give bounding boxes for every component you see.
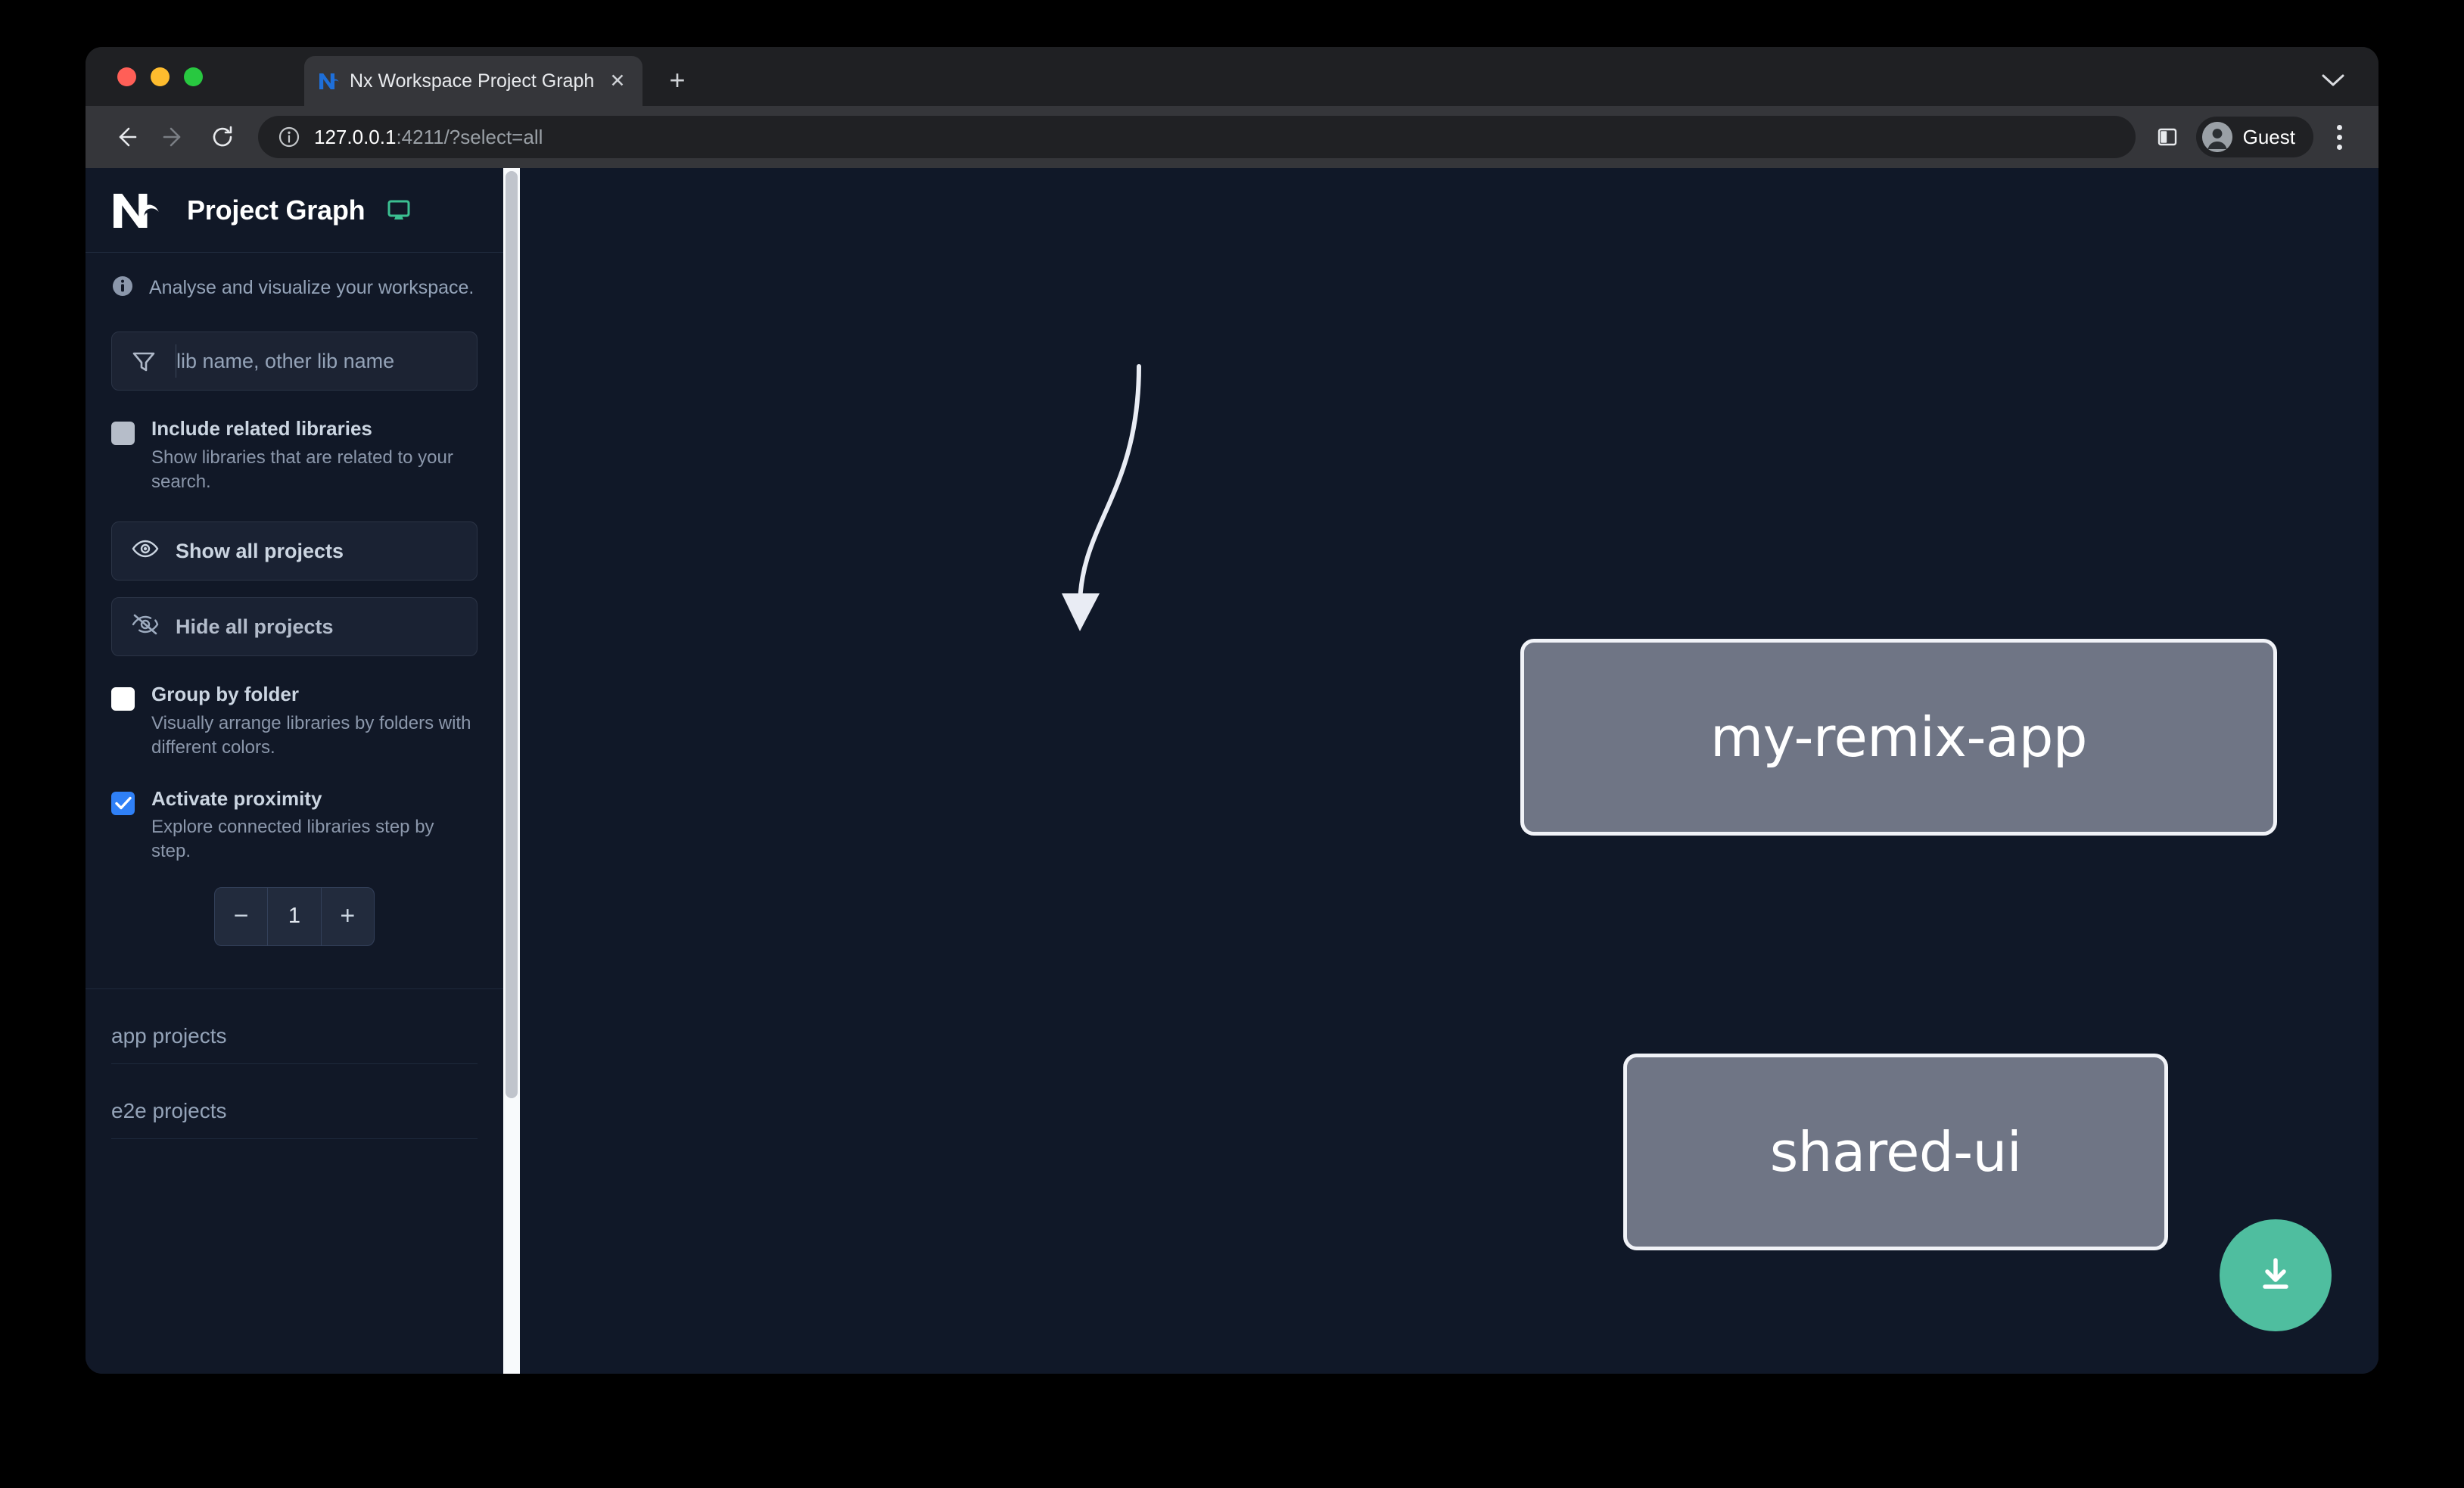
- url-path: :4211/?select=all: [396, 125, 543, 148]
- proximity-decrement-button[interactable]: −: [233, 901, 249, 931]
- page-title: Project Graph: [187, 194, 366, 226]
- nx-logo-icon: [111, 191, 169, 230]
- proximity-stepper: − 1 +: [214, 886, 375, 946]
- browser-toolbar: 127.0.0.1:4211/?select=all Guest: [86, 106, 2378, 168]
- checkbox-include-related-libraries[interactable]: [111, 422, 135, 445]
- scrollbar-thumb[interactable]: [506, 171, 518, 1098]
- sidebar-content: Include related libraries Show libraries…: [86, 322, 503, 1374]
- profile-name: Guest: [2242, 125, 2295, 148]
- browser-tab-title: Nx Workspace Project Graph: [350, 70, 595, 92]
- nx-favicon-icon: [316, 70, 342, 92]
- window-traffic-lights: [117, 67, 203, 86]
- checkbox-group-by-folder[interactable]: [111, 687, 135, 711]
- minimize-window-button[interactable]: [151, 67, 170, 86]
- proximity-value: 1: [267, 887, 322, 945]
- maximize-window-button[interactable]: [184, 67, 203, 86]
- show-all-projects-label: Show all projects: [176, 539, 344, 562]
- project-group-e2e-projects[interactable]: e2e projects: [111, 1099, 478, 1139]
- eye-slash-icon: [132, 614, 159, 640]
- back-arrow-icon[interactable]: [105, 117, 146, 157]
- option-group-by-folder[interactable]: Group by folder Visually arrange librari…: [111, 682, 478, 760]
- browser-tab[interactable]: Nx Workspace Project Graph ✕: [304, 56, 642, 106]
- address-bar[interactable]: 127.0.0.1:4211/?select=all: [258, 116, 2136, 158]
- option-label: Include related libraries: [151, 417, 372, 440]
- option-label: Activate proximity: [151, 786, 322, 810]
- graph-node-my-remix-app[interactable]: my-remix-app: [1520, 639, 2277, 836]
- download-image-button[interactable]: [2220, 1219, 2332, 1331]
- search-box[interactable]: [111, 332, 478, 391]
- sidebar-subtitle: Analyse and visualize your workspace.: [149, 276, 474, 298]
- kebab-menu-icon[interactable]: [2321, 117, 2357, 157]
- info-icon: [111, 275, 134, 301]
- graph-node-label: shared-ui: [1769, 1120, 2022, 1184]
- checkbox-activate-proximity[interactable]: [111, 791, 135, 815]
- hide-all-projects-button[interactable]: Hide all projects: [111, 597, 478, 657]
- option-activate-proximity[interactable]: Activate proximity Explore connected lib…: [111, 786, 478, 864]
- sidebar-divider: [86, 988, 503, 989]
- option-description: Visually arrange libraries by folders wi…: [151, 712, 471, 758]
- close-window-button[interactable]: [117, 67, 136, 86]
- monitor-icon[interactable]: [386, 198, 412, 223]
- option-description: Explore connected libraries step by step…: [151, 817, 434, 862]
- option-label: Group by folder: [151, 683, 299, 706]
- graph-node-shared-ui[interactable]: shared-ui: [1623, 1054, 2168, 1250]
- proximity-increment-button[interactable]: +: [340, 901, 356, 931]
- browser-tab-strip: Nx Workspace Project Graph ✕ +: [86, 47, 2378, 106]
- url-text: 127.0.0.1:4211/?select=all: [314, 126, 543, 149]
- filter-funnel-icon: [112, 348, 176, 374]
- project-group-label: app projects: [111, 1023, 227, 1048]
- split-pane-icon[interactable]: [2148, 117, 2187, 157]
- project-group-label: e2e projects: [111, 1098, 227, 1122]
- avatar: [2201, 122, 2232, 152]
- project-graph-canvas[interactable]: my-remix-app shared-ui: [520, 168, 2378, 1374]
- project-graph-sidebar: Project Graph Analyse and visual: [86, 168, 503, 1374]
- new-tab-button[interactable]: +: [669, 64, 686, 95]
- browser-window: Nx Workspace Project Graph ✕ +: [86, 47, 2378, 1374]
- hide-all-projects-label: Hide all projects: [176, 615, 334, 638]
- graph-node-label: my-remix-app: [1710, 705, 2088, 769]
- close-tab-button[interactable]: ✕: [609, 70, 626, 92]
- download-icon: [2253, 1251, 2298, 1300]
- reload-icon[interactable]: [202, 117, 243, 157]
- option-include-related-libraries[interactable]: Include related libraries Show libraries…: [111, 416, 478, 494]
- forward-arrow-icon[interactable]: [154, 117, 194, 157]
- project-group-rule: [111, 1138, 478, 1139]
- project-group-app-projects[interactable]: app projects: [111, 1024, 478, 1064]
- search-input[interactable]: [176, 332, 477, 390]
- eye-icon: [132, 539, 159, 564]
- project-visibility-buttons: Show all projects Hide all projects: [111, 521, 478, 657]
- sidebar-header: Project Graph: [86, 168, 503, 253]
- project-group-rule: [111, 1063, 478, 1064]
- option-description: Show libraries that are related to your …: [151, 447, 453, 492]
- chevron-down-icon[interactable]: [2316, 64, 2350, 97]
- show-all-projects-button[interactable]: Show all projects: [111, 521, 478, 581]
- url-host: 127.0.0.1: [314, 125, 397, 148]
- sidebar-subtitle-row: Analyse and visualize your workspace.: [86, 253, 503, 322]
- page-viewport: Project Graph Analyse and visual: [86, 168, 2378, 1374]
- sidebar-scrollbar[interactable]: [503, 168, 520, 1374]
- info-circle-icon[interactable]: [278, 126, 300, 148]
- profile-button[interactable]: Guest: [2195, 117, 2313, 157]
